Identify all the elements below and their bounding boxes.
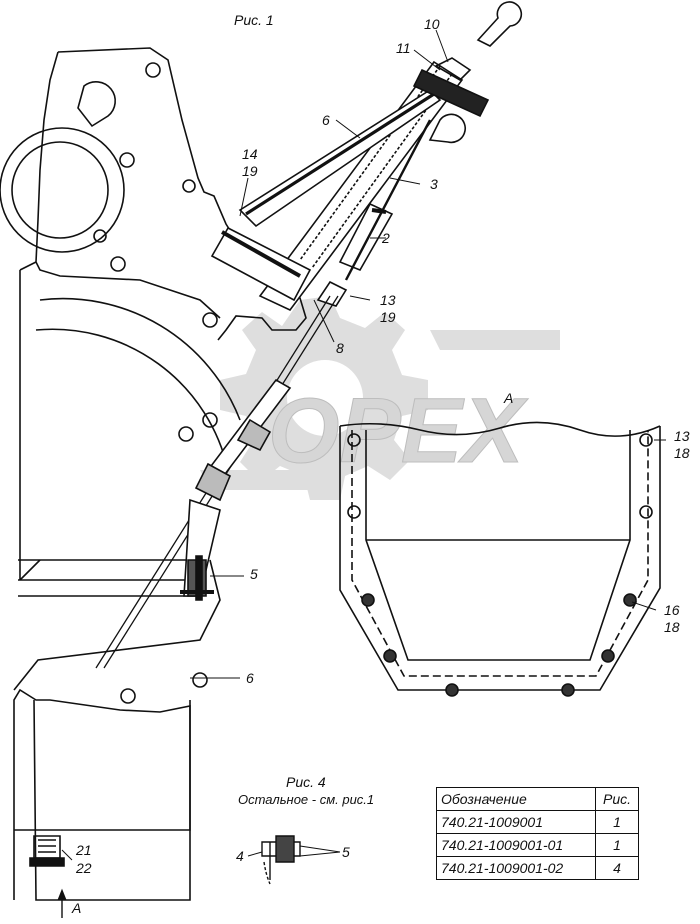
callout-19-b: 19 xyxy=(380,309,396,325)
watermark-logo xyxy=(200,296,560,500)
callout-3: 3 xyxy=(430,176,438,192)
callout-8: 8 xyxy=(336,340,344,356)
table-row: 740.21-1009001-02 4 xyxy=(436,856,639,880)
callout-4-fig4: 4 xyxy=(236,848,244,864)
table-row: 740.21-1009001-01 1 xyxy=(436,833,639,857)
designation-table: Обозначение Рис. 740.21-1009001 1 740.21… xyxy=(436,787,639,880)
callout-22: 22 xyxy=(76,860,92,876)
callout-2: 2 xyxy=(382,230,390,246)
fig1-title: Рис. 1 xyxy=(234,12,274,28)
guide-tube xyxy=(95,1,523,669)
arrow-a-label: А xyxy=(72,900,82,916)
callout-16: 16 xyxy=(664,602,680,618)
table-cell-fig: 4 xyxy=(595,856,639,880)
callout-21: 21 xyxy=(76,842,92,858)
callout-18-a: 18 xyxy=(674,445,690,461)
callout-19-a: 19 xyxy=(242,163,258,179)
table-cell-designation: 740.21-1009001-01 xyxy=(436,833,596,857)
table-header-designation: Обозначение xyxy=(436,787,596,811)
callout-14: 14 xyxy=(242,146,258,162)
table-cell-designation: 740.21-1009001 xyxy=(436,810,596,834)
fig4-detail xyxy=(261,835,301,885)
leader-lines xyxy=(61,29,666,861)
callout-6-top: 6 xyxy=(322,112,330,128)
callout-11: 11 xyxy=(396,40,411,56)
fig4-title: Рис. 4 xyxy=(286,774,326,790)
view-a-oil-pan xyxy=(339,421,661,697)
callout-10: 10 xyxy=(424,16,440,32)
view-a-arrow xyxy=(57,888,67,918)
flywheel-housing xyxy=(0,47,307,901)
table-cell-designation: 740.21-1009001-02 xyxy=(436,856,596,880)
table-header-row: Обозначение Рис. xyxy=(436,787,639,811)
table-cell-fig: 1 xyxy=(595,810,639,834)
view-a-label: А xyxy=(504,390,514,406)
callout-18-b: 18 xyxy=(664,619,680,635)
callout-5-fig4: 5 xyxy=(342,844,350,860)
table-cell-fig: 1 xyxy=(595,833,639,857)
table-header-fig: Рис. xyxy=(595,787,639,811)
fig4-note: Остальное - см. рис.1 xyxy=(238,792,375,807)
callout-5-main: 5 xyxy=(250,566,258,582)
callout-13-b: 13 xyxy=(674,428,690,444)
callout-13-a: 13 xyxy=(380,292,396,308)
callout-6-bottom: 6 xyxy=(246,670,254,686)
drain-plug xyxy=(29,835,65,867)
table-row: 740.21-1009001 1 xyxy=(436,810,639,834)
